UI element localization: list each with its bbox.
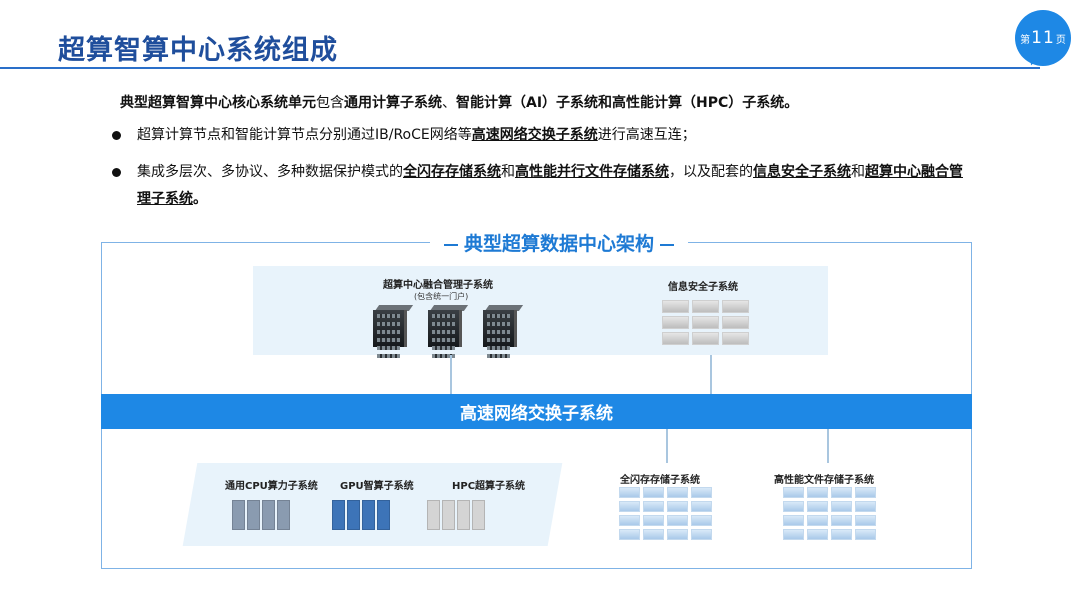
server-icon [483, 305, 521, 347]
bullet-text: 和 [501, 164, 515, 180]
title-divider [0, 67, 1040, 69]
badge-suffix: 页 [1056, 31, 1066, 46]
server-icon [373, 305, 411, 347]
flash-storage-label: 全闪存存储子系统 [620, 471, 700, 486]
parallel-fs-label: 高性能文件存储子系统 [774, 471, 874, 486]
connector-line [666, 429, 668, 463]
bullet-text: 进行高速互连； [598, 127, 696, 143]
bullet-highlight: 信息安全子系统 [753, 164, 851, 180]
cpu-subsystem-label: 通用CPU算力子系统 [225, 477, 318, 492]
cpu-rack-icon [232, 500, 298, 534]
lead-text-1: 典型超算智算中心核心系统单元 [120, 95, 316, 111]
title-dash-right [660, 244, 674, 246]
badge-number: 11 [1031, 28, 1055, 48]
lead-text-2: 包含 [316, 95, 344, 111]
hpc-subsystem-label: HPC超算子系统 [452, 477, 525, 492]
hpc-rack-icon [427, 500, 493, 534]
page-number-badge: 第 11 页 [1015, 10, 1071, 66]
security-subsystem-label: 信息安全子系统 [668, 278, 738, 293]
architecture-title: 典型超算数据中心架构 [430, 229, 688, 256]
lead-paragraph: 典型超算智算中心核心系统单元包含通用计算子系统、智能计算（AI）子系统和高性能计… [120, 92, 798, 112]
flash-storage-icon [619, 487, 712, 540]
mgmt-subsystem-sublabel: (包含统一门户) [414, 291, 468, 302]
lead-text-6: 。 [784, 95, 798, 111]
connector-line [450, 355, 452, 394]
bullet-highlight: 全闪存存储系统 [403, 164, 501, 180]
bullet-dot [112, 131, 121, 140]
connector-line [827, 429, 829, 463]
architecture-title-text: 典型超算数据中心架构 [464, 233, 654, 255]
bullet-highlight: 高速网络交换子系统 [472, 127, 598, 143]
lead-text-4: 、 [442, 95, 456, 111]
bullet-highlight: 高性能并行文件存储系统 [515, 164, 669, 180]
server-icon [428, 305, 466, 347]
bullet-dot [112, 168, 121, 177]
gpu-subsystem-label: GPU智算子系统 [340, 477, 414, 492]
security-storage-icon [662, 300, 749, 345]
page-title: 超算智算中心系统组成 [58, 28, 338, 67]
gpu-rack-icon [332, 500, 398, 534]
bullet-text: 。 [193, 191, 207, 207]
bullet-item-network: 超算计算节点和智能计算节点分别通过IB/RoCE网络等高速网络交换子系统进行高速… [112, 122, 972, 149]
lead-text-5: 智能计算（AI）子系统和高性能计算（HPC）子系统 [456, 95, 784, 111]
network-bus: 高速网络交换子系统 [101, 394, 972, 429]
mgmt-subsystem-label: 超算中心融合管理子系统 [383, 276, 493, 291]
title-dash-left [444, 244, 458, 246]
badge-prefix: 第 [1020, 31, 1030, 46]
bullet-text: ，以及配套的 [669, 164, 753, 180]
bullet-item-storage: 集成多层次、多协议、多种数据保护模式的全闪存存储系统和高性能并行文件存储系统，以… [112, 159, 972, 213]
bullet-text: 和 [851, 164, 865, 180]
connector-line [710, 355, 712, 394]
lead-text-3: 通用计算子系统 [344, 95, 442, 111]
bullet-text: 超算计算节点和智能计算节点分别通过IB/RoCE网络等 [137, 127, 472, 143]
bullet-text: 集成多层次、多协议、多种数据保护模式的 [137, 164, 403, 180]
network-bus-label: 高速网络交换子系统 [460, 399, 613, 424]
parallel-fs-storage-icon [783, 487, 876, 540]
